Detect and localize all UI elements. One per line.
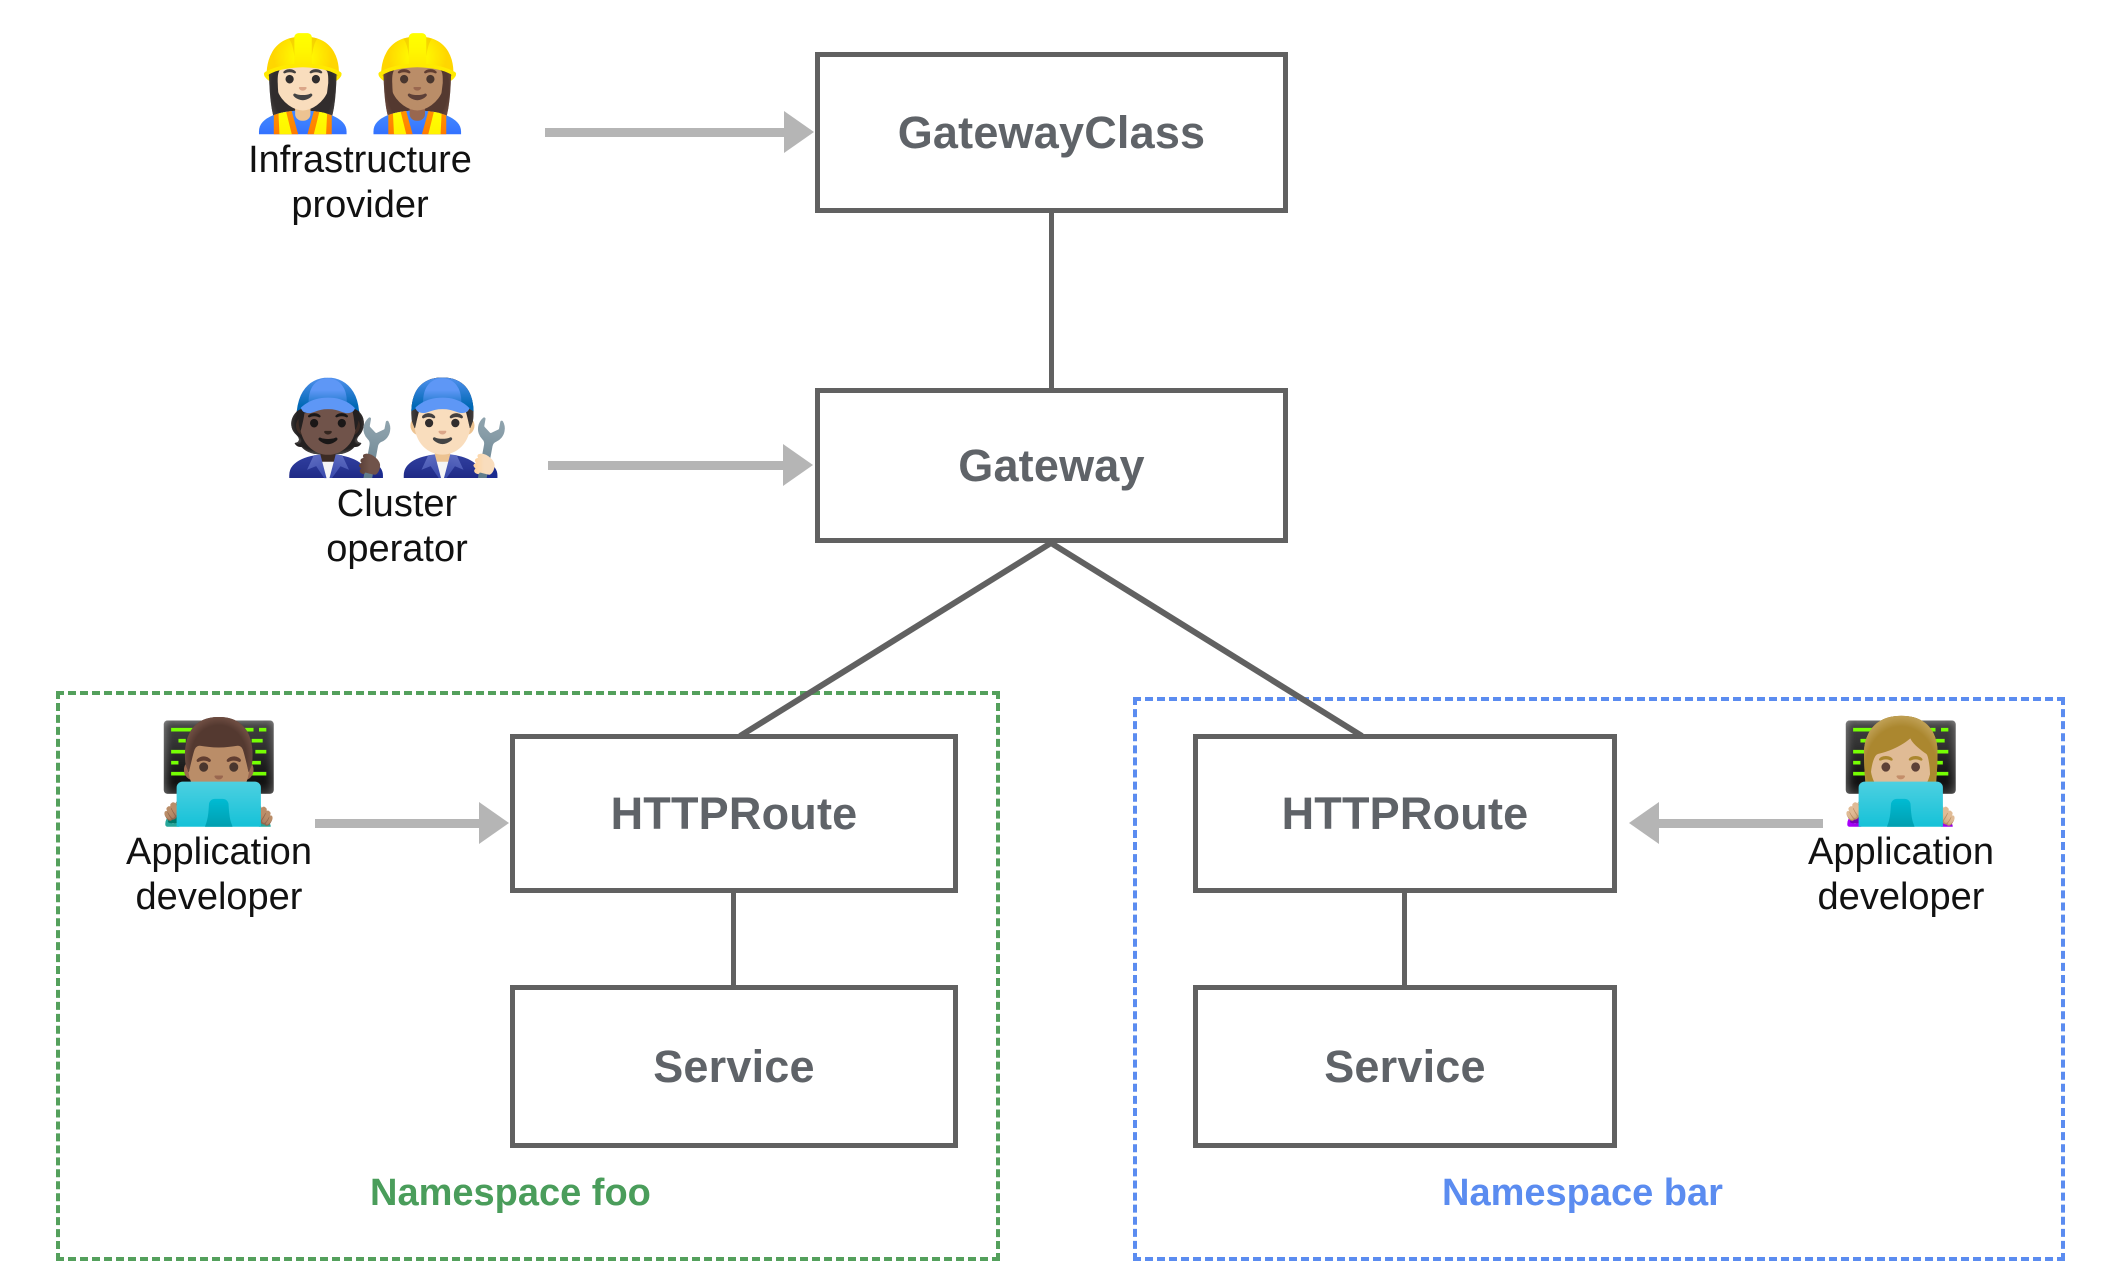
man-mechanic-icon: 👨🏻‍🔧 (397, 377, 512, 479)
arrow-head-left-icon (1629, 802, 1659, 844)
woman-construction-worker-icon: 👷🏽‍♀️ (360, 33, 475, 135)
persona-application-developer-bar: 👩🏼‍💻 Application developer (1790, 722, 2012, 920)
arrow-head-right-icon (479, 802, 509, 844)
persona-icons-application-developer-bar: 👩🏼‍💻 (1839, 722, 1964, 822)
resource-box-service-bar[interactable]: Service (1193, 985, 1617, 1148)
woman-technologist-icon: 👩🏼‍💻 (1838, 716, 1964, 828)
arrow-shaft (545, 127, 785, 137)
resource-box-gatewayclass[interactable]: GatewayClass (815, 52, 1288, 213)
arrow-shaft (1658, 818, 1823, 828)
connector-httproute-service-foo (731, 893, 736, 985)
woman-construction-worker-icon: 👷🏻‍♀️ (245, 33, 360, 135)
namespace-label-foo: Namespace foo (370, 1172, 651, 1214)
persona-icons-application-developer-foo: 👨🏽‍💻 (157, 722, 282, 822)
arrow-application-developer-to-httproute-bar (1629, 802, 1823, 844)
resource-label-httproute-bar: HTTPRoute (1281, 788, 1529, 839)
arrow-application-developer-to-httproute-foo (315, 802, 509, 844)
resource-box-httproute-bar[interactable]: HTTPRoute (1193, 734, 1617, 893)
resource-box-service-foo[interactable]: Service (510, 985, 958, 1148)
namespace-label-bar: Namespace bar (1442, 1172, 1723, 1214)
arrow-shaft (548, 460, 784, 470)
man-technologist-icon: 👨🏽‍💻 (156, 716, 282, 828)
persona-caption-cluster-operator: Cluster operator (326, 483, 468, 570)
connector-httproute-service-bar (1402, 893, 1407, 985)
resource-label-service-bar: Service (1324, 1041, 1486, 1092)
resource-box-httproute-foo[interactable]: HTTPRoute (510, 734, 958, 893)
persona-caption-infrastructure-provider: Infrastructure provider (248, 139, 472, 226)
connector-gatewayclass-gateway (1049, 213, 1054, 388)
persona-infrastructure-provider: 👷🏻‍♀️ 👷🏽‍♀️ Infrastructure provider (200, 38, 520, 228)
person-mechanic-icon: 🧑🏿‍🔧 (282, 377, 397, 479)
resource-label-gateway: Gateway (958, 440, 1145, 491)
resource-label-service-foo: Service (653, 1041, 815, 1092)
persona-application-developer-foo: 👨🏽‍💻 Application developer (108, 722, 330, 920)
persona-cluster-operator: 🧑🏿‍🔧 👨🏻‍🔧 Cluster operator (272, 382, 522, 572)
resource-box-gateway[interactable]: Gateway (815, 388, 1288, 543)
persona-icons-infrastructure-provider: 👷🏻‍♀️ 👷🏽‍♀️ (245, 38, 474, 130)
persona-caption-application-developer-foo: Application developer (126, 831, 312, 918)
resource-label-gatewayclass: GatewayClass (897, 107, 1206, 158)
arrow-cluster-operator-to-gateway (548, 444, 813, 486)
arrow-head-right-icon (783, 444, 813, 486)
arrow-shaft (315, 818, 480, 828)
arrow-head-right-icon (784, 111, 814, 153)
persona-icons-cluster-operator: 🧑🏿‍🔧 👨🏻‍🔧 (282, 382, 511, 474)
persona-caption-application-developer-bar: Application developer (1808, 831, 1994, 918)
arrow-infrastructure-provider-to-gatewayclass (545, 111, 814, 153)
resource-label-httproute-foo: HTTPRoute (610, 788, 858, 839)
